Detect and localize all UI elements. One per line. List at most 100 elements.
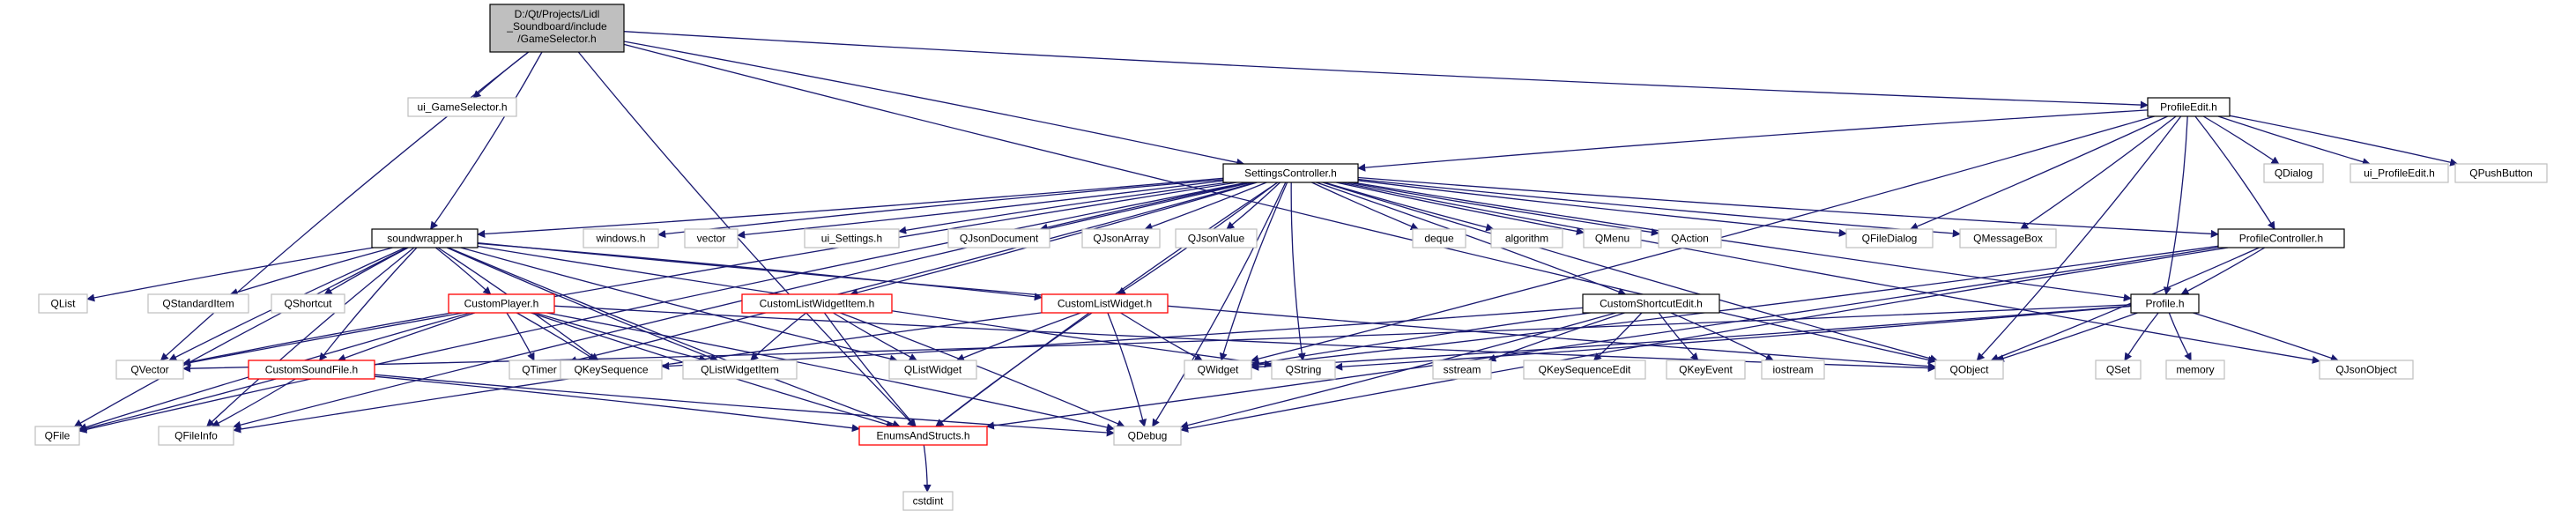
node-customlistwidgetitem[interactable]: CustomListWidgetItem.h bbox=[741, 293, 893, 314]
node-customsoundfile[interactable]: CustomSoundFile.h bbox=[248, 360, 375, 380]
edge-layer bbox=[73, 31, 2459, 493]
node-label: soundwrapper.h bbox=[387, 233, 462, 245]
node-qjsondocument[interactable]: QJsonDocument bbox=[947, 228, 1050, 248]
edge-root-to-qvector bbox=[160, 51, 530, 361]
node-qpushbutton[interactable]: QPushButton bbox=[2454, 163, 2548, 183]
edge-profileedit-to-ui_profileedit bbox=[2217, 115, 2371, 167]
edge-soundwrapper-to-qlist bbox=[86, 247, 374, 302]
node-box bbox=[38, 293, 88, 314]
edge-profile-to-qvector bbox=[182, 304, 2132, 373]
node-ui-profileedit[interactable]: ui_ProfileEdit.h bbox=[2350, 163, 2449, 183]
edge-customlistwidgetitem-to-qlistwidget bbox=[833, 312, 917, 361]
node-qfileinfo[interactable]: QFileInfo bbox=[158, 426, 234, 446]
node-box bbox=[682, 360, 798, 380]
edge-customlistwidget-to-qwidget bbox=[1120, 312, 1203, 361]
node-box bbox=[248, 360, 375, 380]
node-profilecontroller[interactable]: ProfileController.h bbox=[2217, 228, 2345, 248]
edge-root-to-settingscontroller bbox=[623, 41, 1245, 167]
edge-settingscontroller-to-customlistwidgetitem bbox=[850, 182, 1258, 297]
node-box bbox=[1490, 228, 1563, 248]
node-qtimer[interactable]: QTimer bbox=[509, 360, 570, 380]
node-soundwrapper[interactable]: soundwrapper.h bbox=[371, 228, 479, 248]
node-ui-gameselector[interactable]: ui_GameSelector.h bbox=[407, 97, 517, 117]
node-box bbox=[1412, 228, 1466, 248]
edge-customplayer-to-qtimer bbox=[506, 312, 535, 361]
node-root[interactable]: D:/Qt/Projects/Lidl_Soundboard/include/G… bbox=[489, 4, 625, 53]
node-qfile[interactable]: QFile bbox=[34, 426, 80, 446]
edge-settingscontroller-to-qobject bbox=[1322, 182, 1939, 363]
node-box bbox=[1432, 360, 1492, 380]
node-box bbox=[271, 293, 345, 314]
node-customplayer[interactable]: CustomPlayer.h bbox=[448, 293, 555, 314]
node-label: QFileDialog bbox=[1862, 233, 1918, 245]
node-sstream[interactable]: sstream bbox=[1432, 360, 1492, 380]
node-enumsandstructs[interactable]: EnumsAndStructs.h bbox=[858, 426, 988, 446]
edge-soundwrapper-to-qobject bbox=[477, 241, 1936, 371]
node-qshortcut[interactable]: QShortcut bbox=[271, 293, 345, 314]
node-qjsonobject[interactable]: QJsonObject bbox=[2319, 360, 2414, 380]
node-box bbox=[560, 360, 663, 380]
edge-settingscontroller-to-qfile bbox=[78, 182, 1248, 434]
edge-profileedit-to-settingscontroller bbox=[1357, 109, 2149, 172]
node-qvector[interactable]: QVector bbox=[115, 360, 184, 380]
edge-profile-to-qset bbox=[2124, 312, 2159, 361]
edge-customshortcutedit-to-sstream bbox=[1488, 312, 1625, 362]
node-customlistwidget[interactable]: CustomListWidget.h bbox=[1041, 293, 1169, 314]
node-qkeyevent[interactable]: QKeyEvent bbox=[1666, 360, 1746, 380]
node-qdebug[interactable]: QDebug bbox=[1113, 426, 1182, 446]
edge-profileedit-to-qpushbutton bbox=[2229, 115, 2459, 167]
node-qlistwidget[interactable]: QListWidget bbox=[888, 360, 977, 380]
node-qwidget[interactable]: QWidget bbox=[1184, 360, 1252, 380]
edge-customsoundfile-to-qdebug bbox=[374, 374, 1115, 437]
edge-profileedit-to-qobject bbox=[1976, 115, 2182, 361]
edge-settingscontroller-to-qjsonobject bbox=[1340, 182, 2320, 364]
node-qfiledialog[interactable]: QFileDialog bbox=[1845, 228, 1934, 248]
node-windows[interactable]: windows.h bbox=[583, 228, 659, 248]
node-qmessagebox[interactable]: QMessageBox bbox=[1959, 228, 2057, 248]
node-memory[interactable]: memory bbox=[2165, 360, 2225, 380]
node-label: memory bbox=[2176, 364, 2214, 376]
node-customshortcutedit[interactable]: CustomShortcutEdit.h bbox=[1582, 293, 1720, 314]
node-qkeysequenceedit[interactable]: QKeySequenceEdit bbox=[1523, 360, 1646, 380]
node-box bbox=[407, 97, 517, 117]
node-iostream[interactable]: iostream bbox=[1761, 360, 1825, 380]
node-box bbox=[583, 228, 659, 248]
node-label: iostream bbox=[1772, 364, 1813, 376]
node-box bbox=[158, 426, 234, 446]
edge-soundwrapper-to-qfileinfo bbox=[206, 247, 415, 427]
node-vector[interactable]: vector bbox=[684, 228, 739, 248]
node-label: QListWidgetItem bbox=[701, 364, 779, 376]
node-qmenu[interactable]: QMenu bbox=[1583, 228, 1642, 248]
node-ui-settings[interactable]: ui_Settings.h bbox=[804, 228, 900, 248]
node-qaction[interactable]: QAction bbox=[1658, 228, 1722, 248]
node-qlist[interactable]: QList bbox=[38, 293, 88, 314]
node-qjsonarray[interactable]: QJsonArray bbox=[1081, 228, 1161, 248]
node-label: QListWidget bbox=[904, 364, 962, 376]
edge-customshortcutedit-to-qkeyevent bbox=[1658, 312, 1699, 361]
edge-settingscontroller-to-qjsonarray bbox=[1144, 182, 1267, 231]
node-box bbox=[804, 228, 900, 248]
node-qobject[interactable]: QObject bbox=[1934, 360, 2004, 380]
edge-customplayer-to-qdebug bbox=[546, 312, 1115, 432]
node-qset[interactable]: QSet bbox=[2095, 360, 2142, 380]
node-profileedit[interactable]: ProfileEdit.h bbox=[2147, 97, 2231, 117]
node-deque[interactable]: deque bbox=[1412, 228, 1466, 248]
node-qstandarditem[interactable]: QStandardItem bbox=[147, 293, 249, 314]
node-qkeysequence[interactable]: QKeySequence bbox=[560, 360, 663, 380]
node-cstdint[interactable]: cstdint bbox=[902, 491, 954, 511]
node-box bbox=[741, 293, 893, 314]
node-box bbox=[371, 228, 479, 248]
node-qstring[interactable]: QString bbox=[1271, 360, 1336, 380]
edge-settingscontroller-to-ui_settings bbox=[898, 182, 1229, 234]
node-layer: D:/Qt/Projects/Lidl_Soundboard/include/G… bbox=[34, 4, 2548, 511]
node-settingscontroller[interactable]: SettingsController.h bbox=[1222, 163, 1359, 183]
node-algorithm[interactable]: algorithm bbox=[1490, 228, 1563, 248]
node-box bbox=[2165, 360, 2225, 380]
node-qdialog[interactable]: QDialog bbox=[2263, 163, 2324, 183]
node-profile[interactable]: Profile.h bbox=[2130, 293, 2200, 314]
node-qjsonvalue[interactable]: QJsonValue bbox=[1175, 228, 1258, 248]
node-box bbox=[1583, 228, 1642, 248]
edge-settingscontroller-to-qmenu bbox=[1336, 182, 1585, 235]
node-qlistwidgetitem[interactable]: QListWidgetItem bbox=[682, 360, 798, 380]
node-box bbox=[1582, 293, 1720, 314]
